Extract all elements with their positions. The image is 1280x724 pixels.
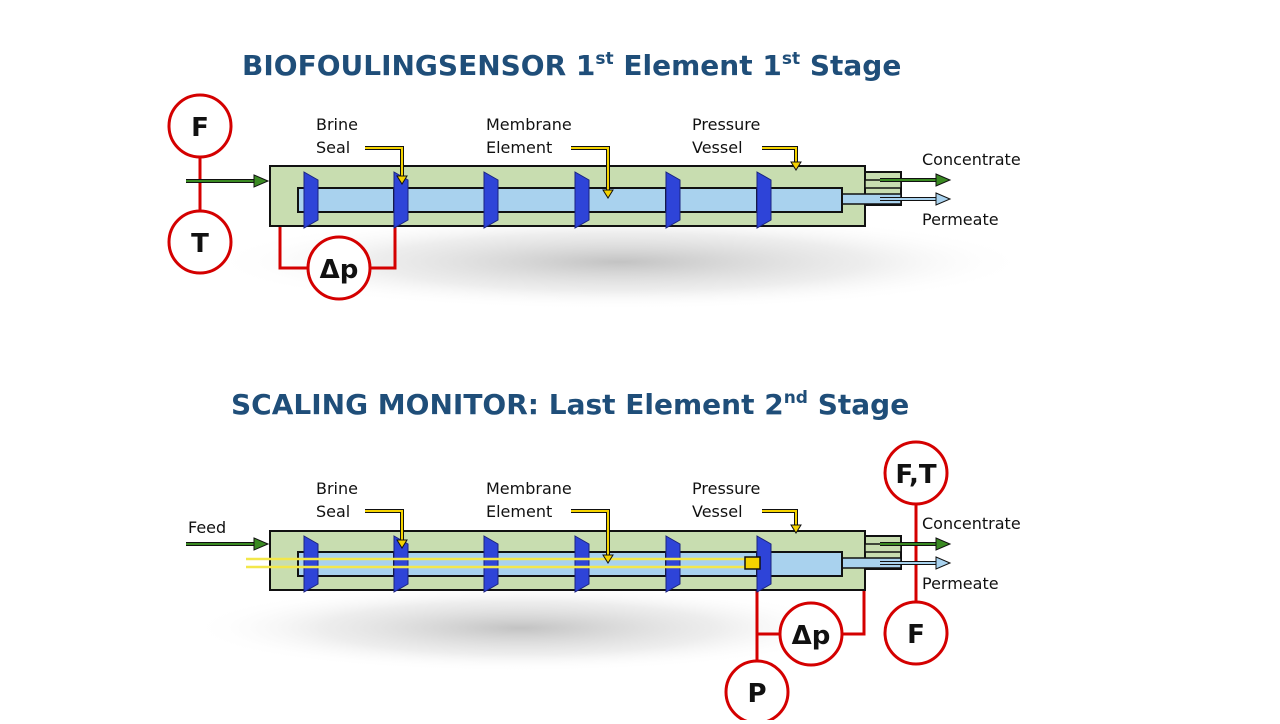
membrane-element [485, 551, 577, 577]
seal-label: Seal [316, 502, 350, 521]
callout-arrowheads [396, 524, 802, 564]
callout-lines [365, 510, 797, 555]
membrane-element [575, 187, 667, 213]
vessel-label: Vessel [692, 502, 743, 521]
flow-arrows [186, 537, 952, 570]
flow-temperature-sensor: F,T [883, 440, 949, 506]
differential-pressure-sensor: Δp [306, 235, 372, 301]
brine-seal [665, 171, 681, 229]
membrane-label: Membrane [486, 115, 572, 134]
flow-sensor: F [167, 93, 233, 159]
brine-seals [303, 171, 772, 229]
feed-label: Feed [188, 518, 226, 537]
pressure-label: Pressure [692, 479, 760, 498]
brine-seal [303, 535, 319, 593]
scaling-title: SCALING MONITOR: Last Element 2nd Stage [231, 388, 909, 421]
membrane-element [575, 551, 667, 577]
scaling-diagram: SCALING MONITOR: Last Element 2nd Stage [186, 388, 1021, 724]
vessel-label: Vessel [692, 138, 743, 157]
seal-label: Seal [316, 138, 350, 157]
callout-arrowheads [396, 161, 802, 199]
differential-pressure-sensor: Δp [778, 601, 844, 667]
permeate-flow-sensor: F [883, 600, 949, 666]
probe-sensor [744, 556, 761, 570]
brine-seal [756, 171, 772, 229]
concentrate-label: Concentrate [922, 150, 1021, 169]
temperature-sensor: T [167, 209, 233, 275]
brine-seal [303, 171, 319, 229]
membrane-label: Membrane [486, 479, 572, 498]
flow-arrows [186, 173, 952, 206]
brine-label: Brine [316, 115, 358, 134]
flow-sensor-label: F [191, 113, 209, 143]
temperature-sensor-label: T [191, 229, 209, 259]
pressure-sensor-label: P [747, 679, 766, 709]
differential-pressure-label: Δp [792, 621, 831, 651]
brine-seal [574, 171, 590, 229]
brine-seal [756, 535, 772, 593]
pressure-sensor: P [724, 659, 790, 724]
probe-lines [246, 557, 760, 569]
permeate-label: Permeate [922, 574, 999, 593]
element-label: Element [486, 138, 552, 157]
brine-label: Brine [316, 479, 358, 498]
flow-temperature-label: F,T [895, 460, 936, 490]
biofouling-title: BIOFOULINGSENSOR 1st Element 1st Stage [242, 49, 901, 82]
permeate-flow-label: F [907, 620, 925, 650]
drop-shadow [190, 584, 850, 672]
brine-seal [483, 171, 499, 229]
element-label: Element [486, 502, 552, 521]
instrument-lines [755, 502, 918, 664]
pressure-label: Pressure [692, 115, 760, 134]
biofouling-diagram: BIOFOULINGSENSOR 1st Element 1st Stage [167, 49, 1030, 310]
brine-seal [483, 535, 499, 593]
callout-lines [365, 147, 797, 190]
brine-seals [303, 535, 772, 593]
drop-shadow [210, 214, 1030, 310]
membrane-element [485, 187, 577, 213]
differential-pressure-label: Δp [320, 255, 359, 285]
brine-seal [574, 535, 590, 593]
brine-seal [665, 535, 681, 593]
concentrate-label: Concentrate [922, 514, 1021, 533]
permeate-label: Permeate [922, 210, 999, 229]
